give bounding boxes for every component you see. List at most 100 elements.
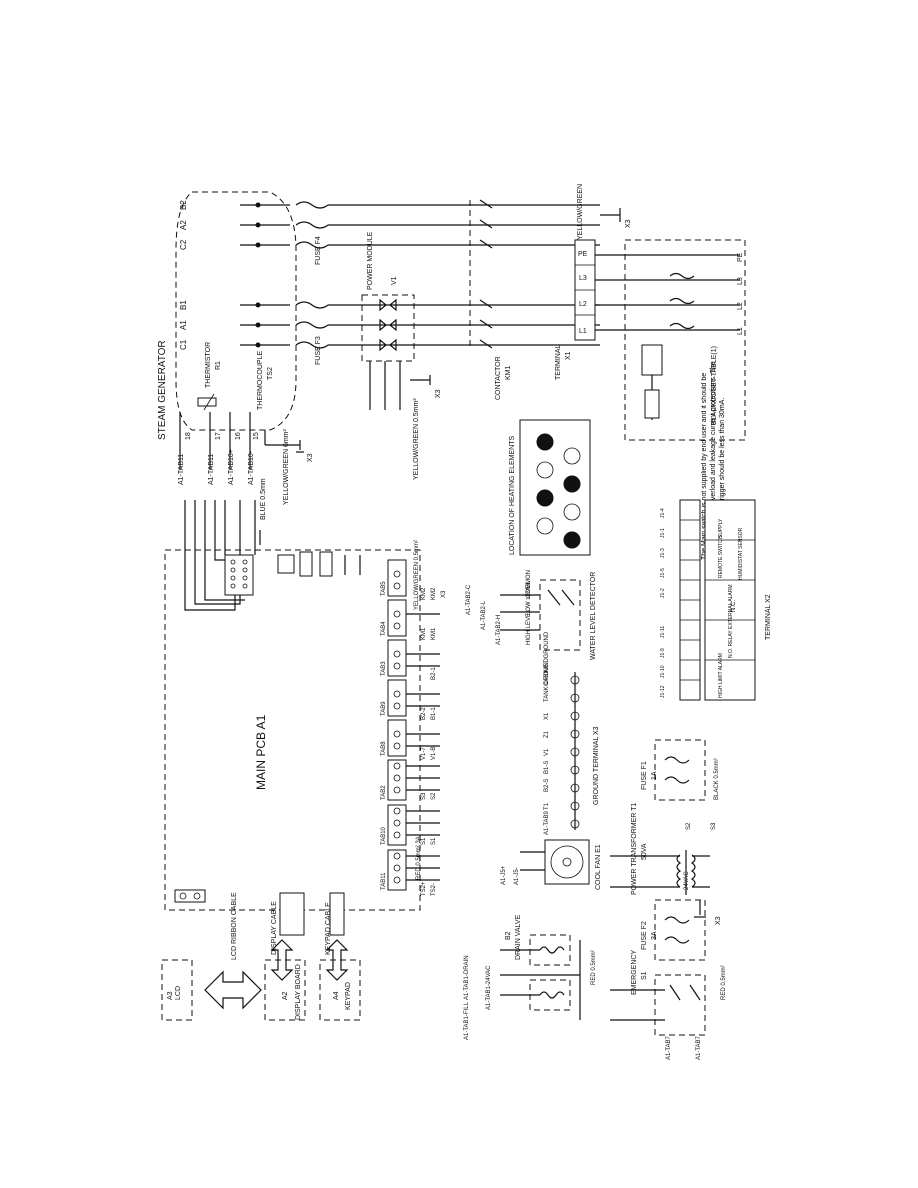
j1-connector (224, 554, 254, 596)
display-board-label: DISPLAY BOARD (295, 964, 302, 1020)
fuse-f1-label: FUSE F1 (641, 761, 648, 790)
j1-wires (184, 500, 256, 611)
main-switch (595, 254, 740, 420)
x2-cell-8: J1-3 (660, 548, 666, 558)
fan-wire-minus: A1-J5- (514, 867, 520, 885)
main-ref-c2: C2 (179, 239, 188, 250)
keypad-label: KEYPAD (345, 982, 352, 1010)
tab-label-3: TAB3 (381, 661, 387, 676)
level-wire-c: A1-TAB2-C (466, 584, 472, 615)
red-05-label-a: RED 0.5mm² (591, 950, 597, 985)
ground-item-2: T1 (544, 802, 550, 810)
x3-ground-4: X3 (441, 590, 447, 598)
contactor-ref: KM1 (505, 366, 512, 381)
keypad-box (319, 959, 361, 1021)
yellow-green-6-label: YELLOW/GREEN 6mm² (283, 428, 290, 505)
thermistor-label: THERMISTOR (205, 342, 212, 388)
pcb-wire-tsminus: TS2- (431, 883, 437, 896)
terminal-x1-l1: L1 (579, 328, 587, 335)
pcb-wire-km1b: KM1 (421, 627, 427, 640)
phase-pe: PE (737, 252, 744, 262)
pcb-wire-b22: B2-2 (421, 707, 427, 720)
steam-generator-label: STEAM GENERATOR (157, 340, 168, 440)
terminal-x1-ref: X1 (565, 351, 572, 360)
sg-left-label-4: A1-TAB10- (248, 450, 255, 485)
fuse-f3 (295, 301, 329, 349)
ground-item-9: CABINET GROUND (544, 631, 550, 686)
ground-item-6: Z1 (544, 730, 550, 738)
tab7-connector (174, 889, 206, 903)
ground-item-5: V1 (544, 748, 550, 756)
tab-pins (393, 570, 401, 884)
lcd-ribbon-label: LCD RIBBON CABLE (231, 892, 238, 960)
power-module-label: POWER MODULE (367, 231, 374, 290)
sg-left-label-3: A1-TAB10+ (228, 449, 235, 485)
drain-valve-label: DRAIN VALVE (515, 914, 522, 960)
lcd-label: LCD (175, 986, 182, 1000)
thermocouple-ref: TS2 (267, 367, 274, 380)
pcb-wire-km2a: KM2 (431, 587, 437, 600)
thermistor-ref: R1 (215, 361, 222, 370)
pcb-wire-s1b: S1 (421, 837, 427, 845)
x2-cell-2: J1-10 (660, 665, 666, 678)
pcb-wire-s2: S2 (431, 792, 437, 800)
pcb-wire-km1a: KM1 (431, 627, 437, 640)
black-cover (624, 239, 746, 441)
main-ref-c1: C1 (179, 339, 188, 350)
terminal-x1-label: TERMINAL (555, 345, 562, 381)
transformer-label: POWER TRANSFORMER T1 (631, 803, 638, 895)
fuse-f4-label: FUSE F4 (315, 236, 322, 265)
lcd-ref: A3 (167, 991, 174, 1000)
x2-cell-9: J1-1 (660, 528, 666, 538)
blue-05-label: BLUE 0.5mm (260, 478, 267, 520)
keypad-cable-label: KEYPAD CABLE (325, 902, 332, 955)
terminal-x1-l3: L3 (579, 275, 587, 282)
tab-label-5: TAB5 (381, 581, 387, 596)
keypad-ref: A4 (333, 991, 340, 1000)
main-pcb-label: MAIN PCB A1 (254, 714, 268, 790)
x2-cell-6: J1-2 (660, 588, 666, 598)
steam-generator-outline (175, 191, 297, 431)
j7-connector (299, 551, 313, 577)
x2-cell-4: J1-11 (660, 626, 666, 638)
display-ref: A2 (282, 991, 289, 1000)
thermocouple-label: THERMOCOUPLE (257, 351, 264, 410)
terminal-x1-pe: PE (578, 251, 588, 258)
pm-wires (369, 361, 431, 410)
sg-num-15: 15 (253, 432, 260, 440)
water-level-label: WATER LEVEL DETECTOR (590, 572, 597, 660)
terminal-x2-legend (704, 499, 756, 701)
x2-cell-10: J1-4 (660, 508, 666, 518)
contactor-label: CONTACTOR (495, 356, 502, 400)
fuse-f3-label: FUSE F3 (315, 336, 322, 365)
pcb-wire-v17: V1-7 (421, 747, 427, 760)
pcb-wire-s1a: S1 (431, 837, 437, 845)
phase-l1: L1 (737, 327, 744, 335)
ground-item-7: X1 (544, 712, 550, 720)
heating-location-label: LOCATION OF HEATING ELEMENTS (509, 436, 516, 555)
main-ref-b1: B1 (179, 300, 188, 310)
x2-block-6: SUPPLY (718, 518, 724, 538)
main-ref-a1: A1 (179, 320, 188, 330)
tab-label-4: TAB4 (381, 621, 387, 636)
level-low: LOW LEVEL (526, 580, 532, 615)
x2-cell-3: J1-9 (660, 648, 666, 658)
em-wire-1: A1-TAB7 (666, 1035, 672, 1060)
black-cover-label: BLACKCOSET TABLE(1) (711, 346, 718, 425)
jp11-connector (329, 892, 345, 936)
main-ref-b2: B2 (179, 200, 188, 210)
red-05-label-b: RED 0.5mm² (721, 965, 727, 1000)
x3-ground-5: X3 (715, 916, 722, 925)
lcd-box (161, 959, 193, 1021)
ground-item-4: B1-S (544, 761, 550, 774)
power-module-diodes (379, 298, 397, 352)
thermistor (197, 397, 217, 407)
j1-pins (230, 559, 248, 589)
fuse-f1-rating: 1A (651, 771, 658, 780)
x3-ground-2: X3 (435, 389, 442, 398)
drain-wire-drain: A1-TAB1-DRAIN (464, 955, 470, 1000)
black-05-label: BLACK 0.5mm² (714, 758, 720, 800)
x3-ground-3: X3 (625, 219, 632, 228)
fuse-f2-label: FUSE F2 (641, 921, 648, 950)
